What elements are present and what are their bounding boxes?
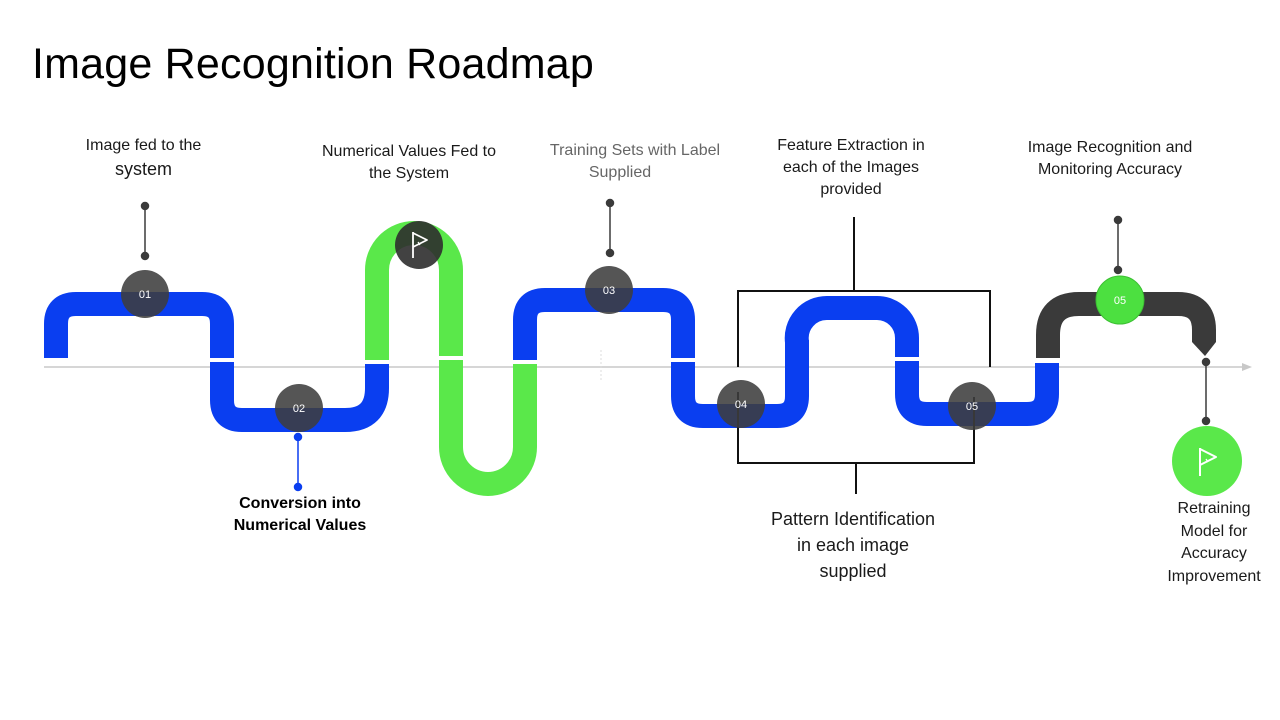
connector-retraining	[1201, 357, 1211, 426]
connector-01	[140, 201, 150, 261]
svg-text:01: 01	[139, 289, 151, 301]
node-05-green: 05	[1095, 275, 1145, 325]
bracket-top	[737, 217, 991, 367]
milestone-label-03: Training Sets with Label Supplied	[549, 142, 721, 181]
flag-icon	[1199, 448, 1217, 476]
connector-05	[1113, 215, 1123, 275]
node-04: 04	[717, 380, 765, 428]
bracket-top-label: Feature Extraction in each of the Images…	[777, 137, 925, 198]
connector-02	[293, 432, 303, 492]
track-segment-4	[439, 360, 537, 496]
svg-text:03: 03	[603, 285, 615, 297]
svg-text:05: 05	[1114, 295, 1126, 307]
milestone-label-01: Image fed to the system	[85, 137, 202, 179]
track-segment-7	[784, 295, 919, 357]
svg-text:02: 02	[293, 403, 305, 415]
track-end-point	[1192, 342, 1216, 356]
node-01: 01	[121, 270, 169, 318]
node-02: 02	[275, 384, 323, 432]
milestone-label-05: Image Recognition and Monitoring Accurac…	[1027, 139, 1193, 178]
milestone-label-flag-1: Numerical Values Fed to the System	[322, 143, 496, 182]
node-flag-1	[395, 221, 443, 269]
connector-03	[605, 198, 615, 258]
svg-text:05: 05	[966, 401, 978, 413]
bracket-bottom-label: Pattern Identification in each image sup…	[770, 509, 936, 581]
milestone-label-retraining: Retraining Model for Accuracy Improvemen…	[1167, 500, 1261, 585]
milestone-label-02: Conversion into Numerical Values	[233, 495, 367, 534]
node-flag-2	[1172, 426, 1242, 496]
node-03: 03	[585, 266, 633, 314]
page-title: Image Recognition Roadmap	[32, 40, 594, 88]
node-05-track: 05	[948, 382, 996, 430]
flag-icon	[412, 232, 428, 258]
roadmap-track	[44, 221, 1216, 496]
svg-text:04: 04	[735, 399, 747, 411]
